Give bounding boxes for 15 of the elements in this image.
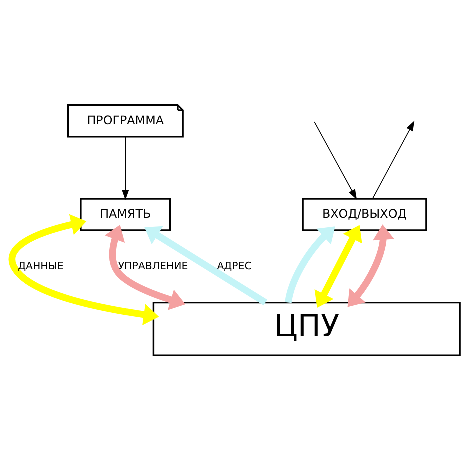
arrow xyxy=(348,224,394,308)
arrow xyxy=(285,226,336,304)
arrow xyxy=(314,225,362,308)
node-box: ПАМЯТЬ xyxy=(80,198,172,232)
arrow xyxy=(8,214,160,326)
node-box: ЦПУ xyxy=(152,302,461,356)
node-box: ВХОД/ВЫХОД xyxy=(302,198,428,232)
arrow xyxy=(122,136,130,200)
arrow xyxy=(104,224,186,310)
arrow xyxy=(372,120,415,200)
edge-label: АДРЕС xyxy=(217,261,252,272)
arrow xyxy=(314,122,358,200)
edge-label: ДАННЫЕ xyxy=(18,261,64,272)
arrow xyxy=(144,226,268,306)
edge-label: УПРАВЛЕНИЕ xyxy=(118,261,188,272)
